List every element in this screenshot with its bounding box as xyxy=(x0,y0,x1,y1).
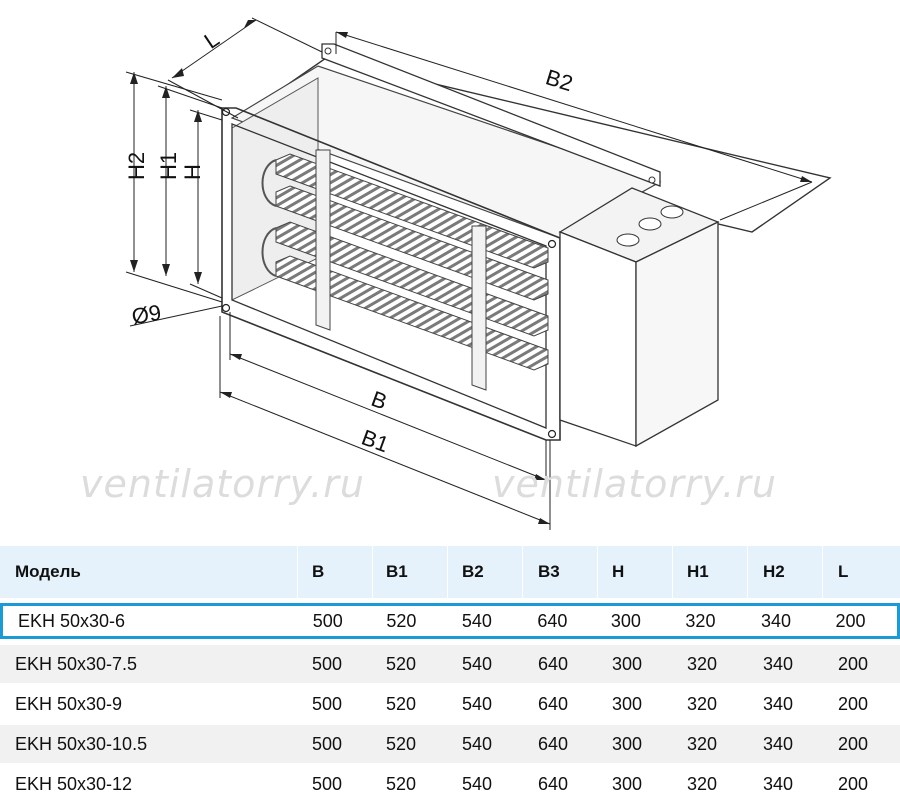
cell-b: 500 xyxy=(312,773,343,794)
cell-h: 300 xyxy=(612,653,643,674)
cell-h: 300 xyxy=(610,610,641,631)
cell-h: 300 xyxy=(612,733,643,754)
cell-b2: 540 xyxy=(462,693,493,714)
cell-b: 500 xyxy=(312,653,343,674)
column-header-b1: B1 xyxy=(386,562,408,581)
cell-l: 200 xyxy=(838,693,869,714)
cell-b1: 520 xyxy=(386,610,417,631)
cell-b: 500 xyxy=(312,733,343,754)
dimension-arrows xyxy=(130,20,812,524)
support-bracket-right xyxy=(471,225,487,391)
heater-isometric-svg: L B2 H2 H1 H Ø9 B B1 xyxy=(124,17,832,530)
dim-label-b: B xyxy=(368,386,390,415)
cell-l: 200 xyxy=(838,773,869,794)
cell-b1: 520 xyxy=(386,773,417,794)
table-header: Модель B B1 B2 B3 H H1 H2 L xyxy=(0,546,900,598)
cell-h1: 320 xyxy=(685,610,716,631)
cell-l: 200 xyxy=(838,653,869,674)
heater-drawing: L B2 H2 H1 H Ø9 B B1 xyxy=(124,17,832,530)
dim-label-h: H xyxy=(180,164,205,180)
dim-label-h1: H1 xyxy=(156,152,181,180)
cell-b2: 540 xyxy=(462,733,493,754)
front-flange-inner xyxy=(231,123,547,429)
cell-b2: 540 xyxy=(462,653,493,674)
column-header-h2: H2 xyxy=(763,562,785,581)
cell-h1: 320 xyxy=(687,733,718,754)
terminal-box-front xyxy=(559,231,637,447)
cell-b1: 520 xyxy=(386,693,417,714)
dim-label-l: L xyxy=(200,26,224,54)
cell-model: EKH 50x30-6 xyxy=(18,610,126,631)
cell-h1: 320 xyxy=(687,693,718,714)
cell-l: 200 xyxy=(838,733,869,754)
cell-b2: 540 xyxy=(461,610,492,631)
cell-h1: 320 xyxy=(687,653,718,674)
column-header-b2: B2 xyxy=(462,562,484,581)
dim-label-h2: H2 xyxy=(124,152,149,180)
table-row[interactable]: EKH 50x30-9 500 520 540 640 300 320 340 … xyxy=(0,685,900,723)
cell-b3: 640 xyxy=(538,693,569,714)
cell-model: EKH 50x30-12 xyxy=(15,773,133,794)
column-header-l: L xyxy=(838,562,849,581)
column-header-h: H xyxy=(612,562,625,581)
specifications-table: Модель B B1 B2 B3 H H1 H2 L EKH 50x30-6 … xyxy=(0,546,900,805)
cell-b2: 540 xyxy=(462,773,493,794)
table-row[interactable]: EKH 50x30-12 500 520 540 640 300 320 340… xyxy=(0,765,900,803)
column-header-model: Модель xyxy=(15,562,81,581)
cell-b3: 640 xyxy=(538,733,569,754)
table-row[interactable]: EKH 50x30-10.5 500 520 540 640 300 320 3… xyxy=(0,725,900,763)
watermark-right: ventilatorry.ru xyxy=(492,462,777,506)
table-row[interactable]: EKH 50x30-7.5 500 520 540 640 300 320 34… xyxy=(0,645,900,683)
dim-label-b1: B1 xyxy=(358,425,392,458)
cell-model: EKH 50x30-10.5 xyxy=(15,733,148,754)
top-flange xyxy=(321,43,661,187)
cable-glands xyxy=(616,205,684,247)
cell-b3: 640 xyxy=(537,610,568,631)
cell-b3: 640 xyxy=(538,653,569,674)
cell-b: 500 xyxy=(312,610,343,631)
cell-h2: 340 xyxy=(763,693,794,714)
terminal-box-side xyxy=(635,220,719,448)
cell-h: 300 xyxy=(612,773,643,794)
cell-h2: 340 xyxy=(763,733,794,754)
dim-label-b2: B2 xyxy=(543,64,576,96)
column-header-b3: B3 xyxy=(538,562,560,581)
column-header-b: B xyxy=(312,562,325,581)
dim-label-d9: Ø9 xyxy=(130,300,163,330)
dimension-lines xyxy=(125,17,813,530)
column-header-h1: H1 xyxy=(687,562,709,581)
support-bracket-left xyxy=(315,149,331,331)
front-flange xyxy=(221,107,561,441)
cell-model: EKH 50x30-7.5 xyxy=(15,653,138,674)
cell-b: 500 xyxy=(312,693,343,714)
cell-h2: 340 xyxy=(760,610,791,631)
cell-model: EKH 50x30-9 xyxy=(15,693,123,714)
cell-h2: 340 xyxy=(763,773,794,794)
table-row[interactable]: EKH 50x30-6 500 520 540 640 300 320 340 … xyxy=(0,603,900,639)
cell-h2: 340 xyxy=(763,653,794,674)
cell-b1: 520 xyxy=(386,653,417,674)
watermark-left: ventilatorry.ru xyxy=(80,462,365,506)
cell-b1: 520 xyxy=(386,733,417,754)
cell-l: 200 xyxy=(835,610,866,631)
cell-h: 300 xyxy=(612,693,643,714)
cell-b3: 640 xyxy=(538,773,569,794)
cell-h1: 320 xyxy=(687,773,718,794)
